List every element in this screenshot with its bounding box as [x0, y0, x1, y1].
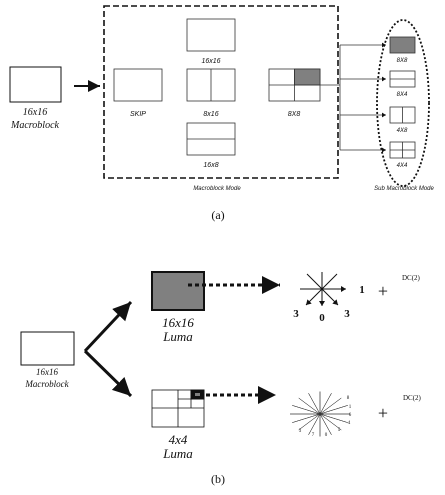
- sub-mode-8x8-label: 8X8: [397, 58, 408, 64]
- dc-label-16x16: DC(2): [402, 274, 421, 282]
- macroblock-mode-group: [103, 5, 339, 179]
- luma-16x16-label-2: Luma: [162, 329, 193, 344]
- b-input-label-1: 16x16: [36, 367, 58, 377]
- star4-ray: [292, 405, 348, 423]
- direction-star-4x4-labels: 8 1 6 4 5 0 7 3: [299, 396, 352, 438]
- luma-16x16-block: [151, 271, 205, 311]
- direction-star-16x16: [300, 272, 346, 306]
- luma-4x4-highlight-inner: [195, 393, 200, 396]
- star4-label: 4: [348, 421, 351, 426]
- star16-label-left: 3: [293, 308, 299, 320]
- caption-a: (a): [211, 208, 224, 222]
- plus-sign-16x16: +: [378, 281, 388, 301]
- b-input-label-2: Macroblock: [24, 379, 69, 389]
- luma-16x16-label-1: 16x16: [162, 315, 194, 330]
- caption-b: (b): [211, 472, 225, 486]
- plus-sign-4x4: +: [378, 403, 388, 423]
- dc-label-4x4: DC(2): [403, 394, 422, 402]
- a-input-label-2: Macroblock: [10, 120, 60, 131]
- star4-label: 7: [312, 433, 315, 438]
- fork-arrow-up: [83, 300, 133, 353]
- sub-mode-8x4-label: 8X4: [397, 92, 408, 98]
- sub-macroblock-mode-label: Sub Macroblock Mode: [374, 186, 434, 192]
- mode-8x16-label: 8x16: [203, 111, 218, 118]
- a-input-label-1: 16x16: [23, 107, 47, 118]
- mode-skip-label: SKIP: [130, 111, 146, 118]
- mode-16x16-label: 16x16: [201, 58, 220, 65]
- star4-label: 1: [349, 405, 352, 410]
- mode-8x8-highlight: [294, 68, 321, 86]
- sub-mode-4x4-label: 4X4: [397, 163, 408, 169]
- star16-label-east: 1: [359, 284, 365, 296]
- macroblock-mode-label: Macroblock Mode: [193, 186, 241, 192]
- star16-label-center: 0: [319, 312, 325, 324]
- star16-label-right: 3: [344, 308, 350, 320]
- star4-label: 8: [347, 396, 350, 401]
- part-b: 16x16 Macroblock 16x16 Luma 3 0 3 1 + DC…: [20, 271, 422, 486]
- luma-4x4-label-1: 4x4: [169, 432, 188, 447]
- mode-16x16: [186, 18, 236, 52]
- star4-label: 6: [349, 413, 352, 418]
- mode-8x8-label: 8X8: [288, 111, 301, 118]
- star4-label: 0: [325, 433, 328, 438]
- star4-label: 5: [338, 428, 341, 433]
- part-a: 16x16 Macroblock Macroblock Mode SKIP 16…: [9, 5, 435, 222]
- star4-label: 3: [299, 429, 302, 434]
- mode-skip: [113, 68, 163, 102]
- sub-mode-4x8-label: 4X8: [397, 128, 408, 134]
- luma-4x4-label-2: Luma: [162, 446, 193, 461]
- direction-star-4x4: [290, 391, 350, 437]
- sub-macroblock-ellipse: [376, 19, 430, 187]
- a-input-macroblock: [9, 66, 62, 103]
- b-input-macroblock: [20, 331, 75, 366]
- fork-arrow-down: [83, 349, 133, 398]
- mode-16x8-label: 16x8: [203, 162, 218, 169]
- sub-mode-8x8: [389, 36, 416, 54]
